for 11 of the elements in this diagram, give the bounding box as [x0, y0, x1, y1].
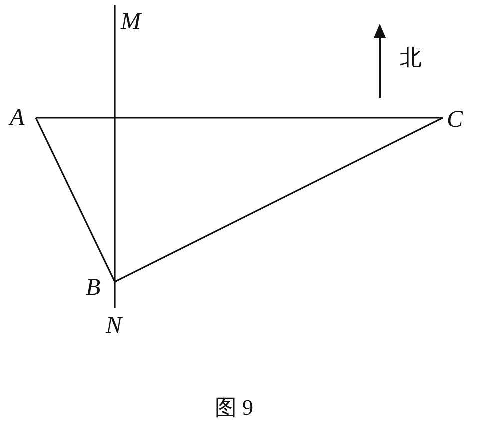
line-segment: [36, 117, 443, 119]
line-segment: [114, 117, 444, 283]
line-segment: [35, 118, 116, 282]
figure-caption: 图 9: [215, 396, 254, 420]
point-label: C: [447, 108, 464, 132]
line-segment: [114, 5, 116, 308]
point-label: M: [121, 10, 141, 34]
point-label: N: [106, 314, 122, 338]
direction-label: 北: [400, 46, 422, 70]
point-label: B: [86, 276, 101, 300]
point-label: A: [10, 106, 25, 130]
